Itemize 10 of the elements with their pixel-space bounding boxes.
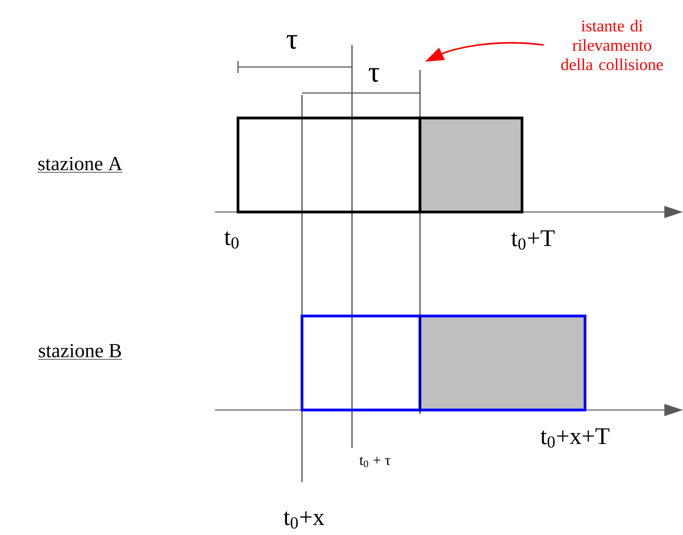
time-label: t$_{0}$+T [511, 230, 555, 250]
callout-text: istante di rilevamento della collisione [561, 20, 663, 70]
time-label: t$_{0}$ + τ [359, 456, 390, 468]
dimension-label: τ [368, 68, 380, 82]
dimension-label: τ [286, 35, 298, 49]
station-label: stazione A [37, 156, 123, 173]
time-label: t$_{0}$ [224, 231, 239, 249]
time-label: t$_{0}$+x+T [540, 428, 610, 448]
station-label: stazione B [38, 344, 122, 360]
time-label: t$_{0}$+x [284, 511, 324, 529]
